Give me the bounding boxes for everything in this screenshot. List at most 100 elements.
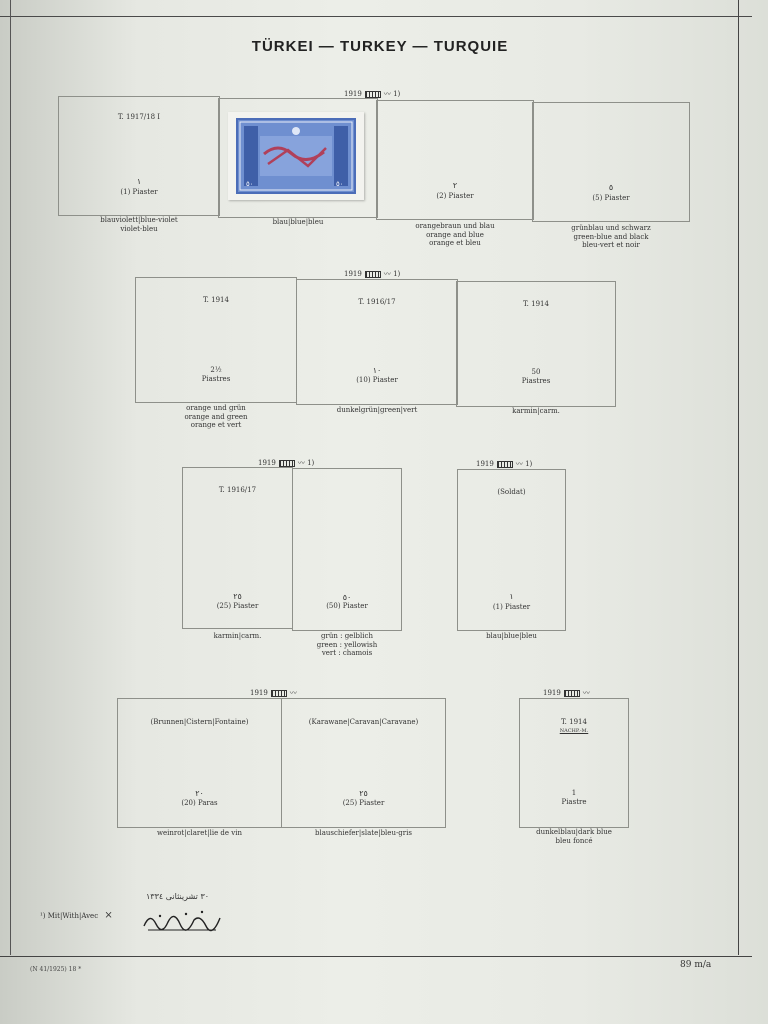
caption-10: blau|blue|bleu xyxy=(457,632,566,641)
caption-line: grün : gelblich xyxy=(321,632,373,640)
stamp-space-5: T. 1914 2½ Piastres xyxy=(135,277,297,403)
watermark-wave-icon: 〰 xyxy=(289,689,297,697)
frame-line-right xyxy=(738,0,739,955)
value-label: (10) Piaster xyxy=(356,376,398,384)
perforation-icon xyxy=(270,689,287,697)
footnote: ¹) Mit|With|Avec × xyxy=(40,910,117,921)
value-number: 50 xyxy=(531,368,541,376)
caption-line: violet-bleu xyxy=(120,224,158,233)
type-label: (Brunnen|Cistern|Fontaine) xyxy=(150,718,249,726)
row3-left-header: 1919〰 1) xyxy=(258,458,314,468)
row2-note: 1) xyxy=(393,270,401,278)
arabic-numeral: ٢٠ xyxy=(195,789,204,798)
caption-2: blau|blue|bleu xyxy=(218,218,378,227)
value-number: 1 xyxy=(571,789,577,797)
caption-5: orange und grün orange and green orange … xyxy=(135,404,297,430)
stamp-space-9: ٥٠ (50) Piaster xyxy=(292,468,402,631)
watermark-wave-icon: 〰 xyxy=(582,689,590,697)
row3-left-note: 1) xyxy=(307,459,315,467)
row3-right-header: 1919〰 1) xyxy=(476,459,532,469)
row4-right-header: 1919〰 xyxy=(543,688,590,698)
arabic-numeral: ١ xyxy=(509,592,514,601)
value-number: 2½ xyxy=(210,366,222,374)
caption-line: dunkelgrün|green|vert xyxy=(336,406,418,414)
perforation-icon xyxy=(496,460,513,468)
frame-line-top xyxy=(0,16,752,17)
caption-line: orangebraun und blau xyxy=(415,222,495,230)
stamp-space-8: T. 1916/17 ٢٥ (25) Piaster xyxy=(182,467,293,629)
row4-left-header: 1919 〰 xyxy=(250,688,297,698)
caption-line: orange and green xyxy=(184,412,248,421)
row3-left-year: 1919 xyxy=(258,459,276,467)
watermark-wave-icon: 〰 xyxy=(383,90,391,98)
row1-header: 1919〰 1) xyxy=(344,89,400,99)
value-label: (2) Piaster xyxy=(436,192,474,200)
arabic-numeral: ٢٥ xyxy=(233,592,242,601)
watermark-wave-icon: 〰 xyxy=(515,460,523,468)
overprint-text: ٣٠ تشرينثانى ١٣٣٤ xyxy=(146,892,210,901)
value-label: Piastres xyxy=(201,375,231,383)
caption-line: grünblau und schwarz xyxy=(571,224,651,232)
page-title: TÜRKEI — TURKEY — TURQUIE xyxy=(251,38,509,55)
caption-11: weinrot|claret|lie de vin xyxy=(117,829,282,838)
caption-line: orange und grün xyxy=(186,404,246,412)
stamp-space-11: (Brunnen|Cistern|Fontaine) ٢٠ (20) Paras xyxy=(117,698,282,828)
caption-line: green-blue and black xyxy=(573,232,649,241)
caption-9: grün : gelblich green : yellowish vert :… xyxy=(292,632,402,658)
caption-3: orangebraun und blau orange and blue ora… xyxy=(376,222,534,248)
row4-left-year: 1919 xyxy=(250,689,268,697)
caption-4: grünblau und schwarz green-blue and blac… xyxy=(532,224,690,250)
type-label: (Soldat) xyxy=(497,488,526,496)
caption-8: karmin|carm. xyxy=(182,632,293,641)
caption-line: blau|blue|bleu xyxy=(272,218,324,226)
perforation-icon xyxy=(364,270,381,278)
caption-1: blauviolett|blue-violet violet-bleu xyxy=(58,216,220,233)
stamp-space-10: (Soldat) ١ (1) Piaster xyxy=(457,469,566,631)
row3-right-year: 1919 xyxy=(476,460,494,468)
stamp-artwork: ٥٠ ٥٠ xyxy=(239,121,353,191)
value-label: (25) Piaster xyxy=(342,799,385,807)
value-label: Piastres xyxy=(521,377,551,385)
row1-note: 1) xyxy=(393,90,401,98)
value-label: (1) Piaster xyxy=(492,603,531,611)
arabic-numeral: ٢٥ xyxy=(359,789,368,798)
caption-line: orange et vert xyxy=(190,421,242,429)
value-label: (5) Piaster xyxy=(592,194,630,202)
value-label: (20) Paras xyxy=(181,799,218,807)
caption-13: dunkelblau|dark blue bleu foncé xyxy=(519,828,629,845)
arabic-numeral: ٥٠ xyxy=(342,593,352,602)
caption-line: blau|blue|bleu xyxy=(486,632,537,640)
caption-7: karmin|carm. xyxy=(456,407,616,416)
caption-line: karmin|carm. xyxy=(512,407,560,415)
value-label: (25) Piaster xyxy=(216,602,259,610)
caption-line: blauviolett|blue-violet xyxy=(100,216,178,224)
watermark-wave-icon: 〰 xyxy=(383,270,391,278)
caption-line: karmin|carm. xyxy=(213,632,262,640)
caption-line: weinrot|claret|lie de vin xyxy=(156,829,242,837)
caption-line: green : yellowish xyxy=(316,640,378,649)
stamp-space-12: (Karawane|Caravan|Caravane) ٢٥ (25) Pias… xyxy=(281,698,446,828)
row2-header: 1919〰 1) xyxy=(344,269,400,279)
caption-line: vert : chamois xyxy=(321,649,373,657)
perforation-icon xyxy=(278,459,295,467)
value-label: (50) Piaster xyxy=(326,602,368,610)
stamp-design: ٥٠ ٥٠ xyxy=(236,118,356,194)
page-number: 89 m/a xyxy=(680,960,712,970)
perforation-icon xyxy=(563,689,580,697)
arabic-numeral: ١٠ xyxy=(372,366,382,375)
stamp-space-7: T. 1914 50 Piastres xyxy=(456,281,616,407)
arabic-numeral: ٢ xyxy=(452,181,458,190)
svg-text:٥٠: ٥٠ xyxy=(246,180,254,188)
caption-12: blauschiefer|slate|bleu-gris xyxy=(281,829,446,838)
caption-line: orange et bleu xyxy=(429,239,481,247)
subtype-label: NACHP.-M. xyxy=(559,728,589,734)
perforation-icon xyxy=(364,90,381,98)
type-label: T. 1916/17 xyxy=(218,486,257,494)
stamp-space-1: T. 1917/18 I ١ (1) Piaster xyxy=(58,96,220,216)
value-label: Piastre xyxy=(561,798,587,806)
stamp-space-3: ٢ (2) Piaster xyxy=(376,100,534,220)
stamp-space-13: T. 1914 NACHP.-M. 1 Piastre xyxy=(519,698,629,828)
type-label: T. 1916/17 xyxy=(358,298,396,306)
type-label: T. 1914 xyxy=(561,718,587,726)
